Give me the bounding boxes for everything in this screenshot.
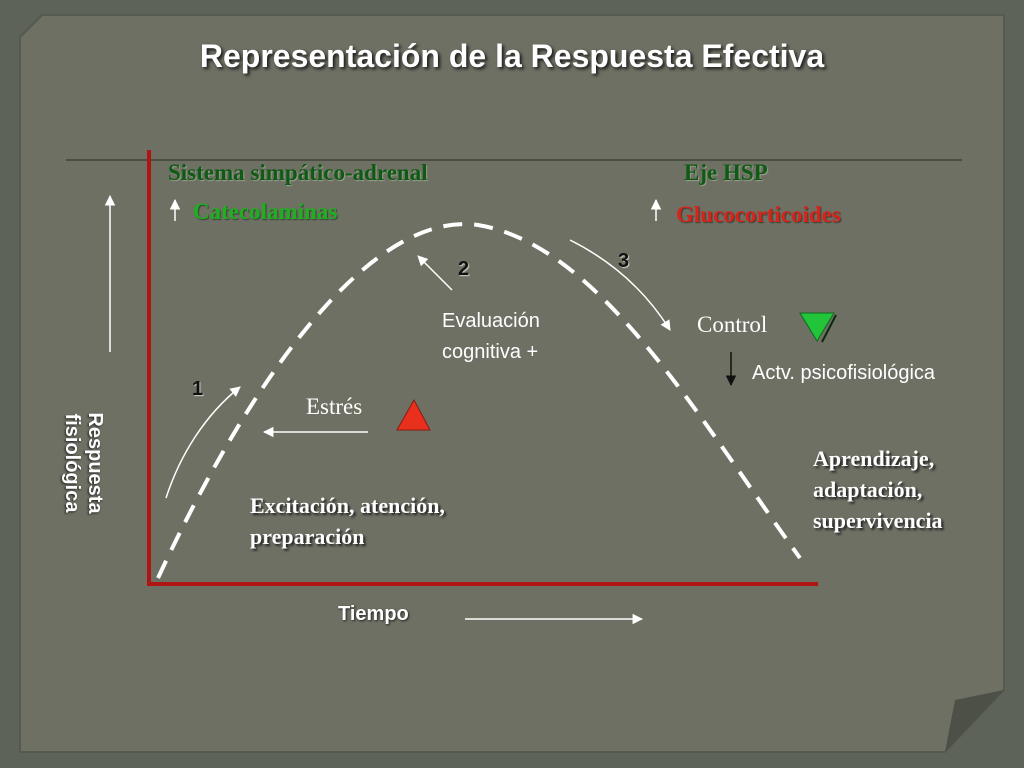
step-1-label: 1 — [192, 378, 204, 400]
y-axis-label: Respuesta fisiológica — [60, 398, 106, 528]
evaluation-label: Evaluación cognitiva + — [442, 306, 540, 368]
step-3-label: 3 — [618, 250, 630, 272]
folded-corner — [945, 690, 1004, 752]
excitation-line1: Excitación, atención, — [250, 493, 445, 518]
right-system-heading: Eje HSP — [684, 160, 768, 185]
excitation-label: Excitación, atención, preparación — [250, 490, 445, 552]
control-label: Control — [697, 312, 768, 337]
stage1-arrow — [165, 386, 241, 499]
stress-up-triangle — [396, 398, 431, 431]
control-down-triangle — [799, 312, 835, 342]
outcome-line2: adaptación, — [813, 477, 923, 502]
control-triangle-slash — [821, 314, 837, 343]
y-axis-label-line1: Respuesta — [84, 412, 106, 514]
psych-activity-label: Actv. psicofisiológica — [752, 362, 936, 384]
outcome-line1: Aprendizaje, — [813, 446, 935, 471]
x-axis-label: Tiempo — [338, 603, 409, 625]
left-system-heading: Sistema simpático-adrenal — [168, 160, 428, 185]
outcome-label: Aprendizaje, adaptación, supervivencia — [813, 443, 943, 536]
step-2-label: 2 — [458, 258, 470, 280]
glucocorticoides-label: Glucocorticoides — [676, 202, 841, 227]
catecolaminas-label: Catecolaminas — [193, 199, 338, 224]
y-axis-label-line2: fisiológica — [61, 413, 83, 513]
outcome-line3: supervivencia — [813, 508, 943, 533]
page-title: Representación de la Respuesta Efectiva — [199, 38, 825, 74]
stage2-arrow — [417, 255, 453, 291]
evaluation-line1: Evaluación — [442, 310, 540, 332]
response-curve — [156, 222, 802, 579]
excitation-line2: preparación — [250, 524, 365, 549]
stage3-arrow — [569, 239, 671, 331]
stress-label: Estrés — [306, 394, 363, 419]
evaluation-line2: cognitiva + — [442, 341, 539, 363]
